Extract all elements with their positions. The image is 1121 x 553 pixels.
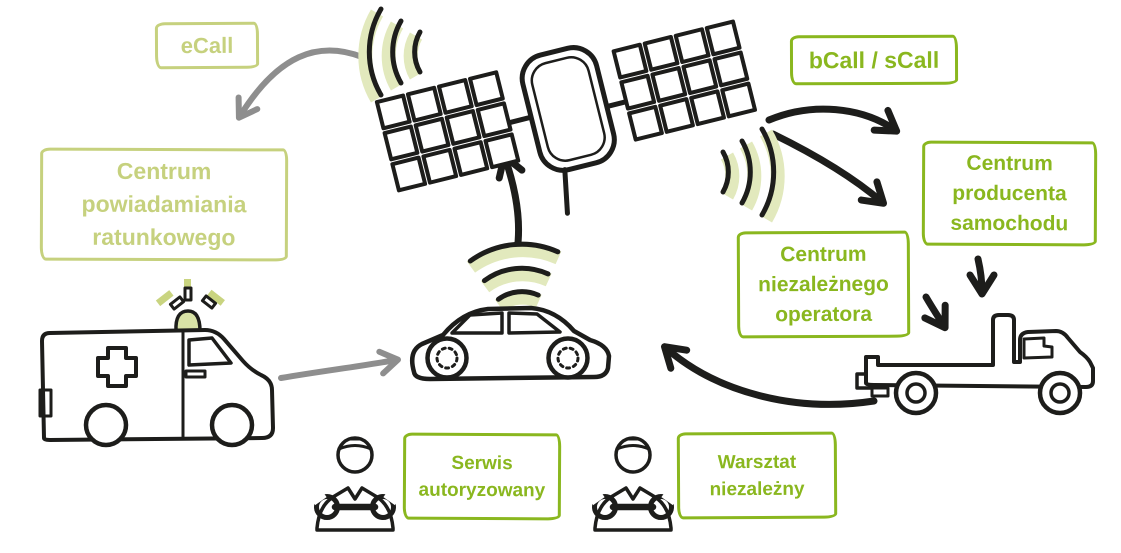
arrow-operator-to-towtruck	[921, 293, 949, 332]
arrow-towtruck-to-car	[660, 343, 878, 408]
car-icon	[410, 305, 612, 382]
car-signal-icon	[466, 241, 562, 312]
arrow-satellite-to-operator-center	[769, 130, 888, 207]
arrow-car-to-satellite	[495, 152, 526, 255]
node-manufacturer-center-label: Centrum producenta samochodu	[950, 151, 1069, 235]
node-independent-workshop: Warsztat niezależny	[676, 431, 838, 520]
node-independent-operator-center: Centrum niezależnego operatora	[736, 230, 911, 339]
node-manufacturer-center: Centrum producenta samochodu	[921, 140, 1098, 247]
node-emergency-center-label: Centrum powiadamiania ratunkowego	[81, 157, 247, 251]
node-ecall: eCall	[154, 21, 260, 70]
node-emergency-center: Centrum powiadamiania ratunkowego	[39, 147, 289, 262]
satellite-icon	[374, 19, 757, 216]
node-independent-operator-center-label: Centrum niezależnego operatora	[758, 242, 889, 326]
node-authorized-service-label: Serwis autoryzowany	[418, 452, 546, 501]
node-ecall-label: eCall	[180, 32, 234, 58]
beacon-icon	[155, 279, 225, 333]
arrow-satellite-to-emergency-center	[235, 47, 365, 121]
node-authorized-service: Serwis autoryzowany	[402, 432, 562, 521]
tow-truck-icon	[855, 313, 1095, 416]
arrow-producer-to-towtruck	[966, 255, 998, 298]
mechanic-authorized-icon	[309, 438, 400, 530]
arrow-ambulance-to-car	[278, 348, 401, 381]
arrow-satellite-to-producer-center	[765, 105, 901, 135]
mechanic-independent-icon	[587, 438, 678, 530]
signal-left-icon	[358, 6, 423, 103]
node-independent-workshop-label: Warsztat niezależny	[709, 451, 805, 500]
node-bcall-scall-label: bCall / sCall	[808, 46, 940, 73]
node-bcall-scall: bCall / sCall	[789, 34, 959, 86]
ambulance-icon	[38, 279, 275, 448]
signal-right-icon	[720, 126, 785, 223]
